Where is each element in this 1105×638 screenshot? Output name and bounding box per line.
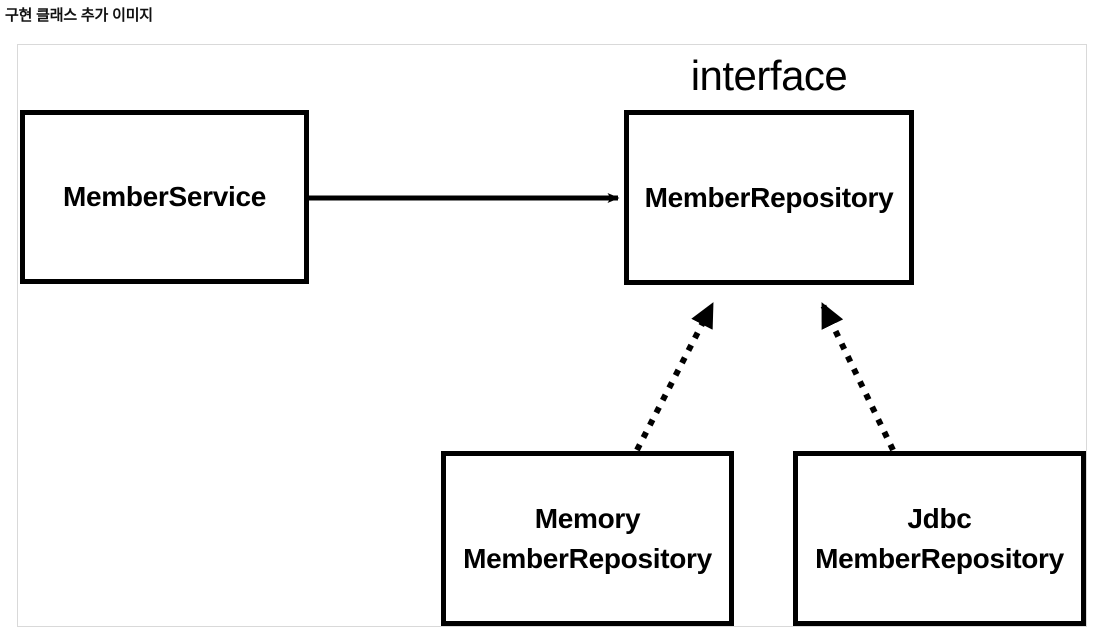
class-box-member-repository[interactable]: MemberRepository bbox=[624, 110, 914, 285]
page-title: 구현 클래스 추가 이미지 bbox=[5, 7, 153, 24]
class-box-member-service[interactable]: MemberService bbox=[20, 110, 309, 284]
realization-arrow-memory-to-repository bbox=[634, 301, 716, 452]
interface-stereotype-label: interface bbox=[690, 52, 848, 99]
class-box-label: Memory MemberRepository bbox=[463, 502, 712, 574]
realization-arrow-jdbc-to-repository bbox=[819, 301, 896, 452]
class-box-jdbc-member-repository[interactable]: Jdbc MemberRepository bbox=[793, 451, 1086, 626]
class-box-label: MemberRepository bbox=[644, 181, 894, 213]
class-box-label: Jdbc MemberRepository bbox=[815, 502, 1064, 574]
class-box-memory-member-repository[interactable]: Memory MemberRepository bbox=[441, 451, 734, 626]
class-box-label: MemberService bbox=[62, 181, 267, 212]
